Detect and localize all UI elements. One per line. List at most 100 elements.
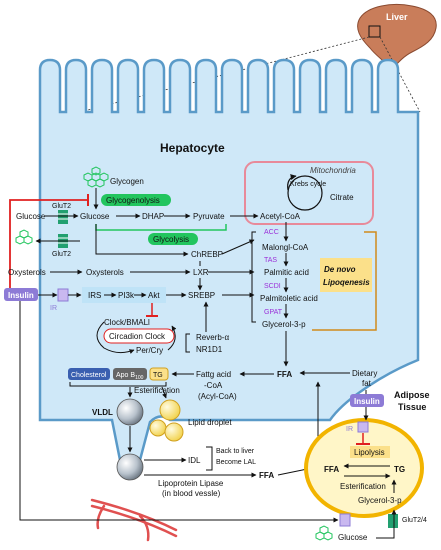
arrow-glucose-adipose (376, 530, 395, 539)
dietary-line2: fat (362, 379, 372, 388)
adipose-esterification-label: Esterification (340, 482, 386, 491)
lipogenesis-label: Lipoqenesis (323, 278, 370, 287)
ir-left-label: IR (50, 305, 57, 312)
tg-pill (149, 367, 169, 381)
glycerol3p-label: Glycerol-3-p (262, 320, 306, 329)
glucose-inside: Glucose (80, 212, 110, 221)
glut-channel-adipose (388, 514, 398, 528)
glut2-bottom-label: GluT2 (52, 251, 71, 258)
apob-pill (113, 368, 147, 380)
adipose-title1: Adipose (394, 390, 430, 400)
idl-back-label: Back to liver (216, 448, 255, 455)
tg-cell-label: TG (153, 372, 163, 379)
idl-label: IDL (188, 456, 201, 465)
oxysterols-outside: Oxysterols (8, 268, 46, 277)
lpl-line1: Lipoprotein Lipase (158, 479, 224, 488)
acetylcoa-label: Acetyl-CoA (260, 212, 301, 221)
glycogenolysis-pill (101, 194, 171, 206)
insulin-left-label: Insulin (8, 291, 34, 300)
chrebp-label: ChREBP (191, 250, 223, 259)
glucose-bottom-label: Glucose (338, 533, 368, 542)
hepatocyte-label: Hepatocyte (160, 141, 225, 155)
lxr-label: LXR (193, 268, 209, 277)
de-novo-label: De novo (324, 265, 356, 274)
ffa-cell-label: FFA (277, 370, 292, 379)
ir-receptor-adipose (357, 421, 369, 433)
adipose-tg-label: TG (394, 465, 405, 474)
lipid-droplet-icon (149, 399, 184, 442)
akt-label: Akt (148, 291, 160, 300)
insulin-line-adipose (19, 301, 339, 523)
dietary-line1: Dietary (352, 369, 377, 378)
insulin-adipose-label: Insulin (354, 397, 380, 406)
lipogenesis-bracket-right (312, 231, 377, 331)
adipose-glycerol-label: Glycerol-3-p (358, 496, 402, 505)
glucose-outside: Glucose (16, 212, 46, 221)
pi3k-label: PI3k (118, 291, 135, 300)
nr1d1-label: NR1D1 (196, 345, 223, 354)
idl-particle (116, 453, 144, 481)
circadian-clock-label: Circadion Clock (109, 332, 166, 341)
krebs-cycle (287, 175, 323, 211)
vldl-label: VLDL (92, 408, 113, 417)
krebs-cycle-arrow (287, 174, 297, 191)
insulin-inhibit-glycogenolysis (9, 199, 88, 294)
palmitic-label: Palmitic acid (264, 268, 309, 277)
vldl-particle (116, 398, 144, 426)
insulin-box-left (4, 288, 38, 301)
arrow-chrebp-lipo (221, 239, 255, 255)
circadian-clock-box (103, 328, 175, 344)
gpat-label: GPAT (264, 309, 283, 316)
bracket-reverb (185, 333, 190, 353)
adipose-glut-label: GluT2/4 (402, 517, 427, 524)
bracket-vldl-parts (69, 382, 167, 387)
ir-adipose-label: IR (346, 426, 353, 433)
irs-label: IRS (88, 291, 101, 300)
arrow-glucose-chrebp (95, 224, 189, 257)
glycogen-label: Glycogen (110, 177, 144, 186)
acc-label: ACC (264, 229, 279, 236)
adipose-ffa-label: FFA (324, 465, 339, 474)
de-novo-box (320, 258, 372, 292)
lipid-droplet-label: Lipid droplet (188, 418, 232, 427)
adipose-title2: Tissue (398, 402, 426, 412)
cholesterol-pill (68, 368, 110, 380)
ir-receptor-left (57, 288, 69, 302)
arrow-percry-clock (167, 325, 177, 351)
glucose-hexagon-icon (15, 229, 33, 245)
glycolysis-label: Glycolysis (153, 235, 189, 244)
idl-become-label: Become LAL (216, 459, 256, 466)
reverb-label: Reverb-α (196, 333, 229, 342)
pyruvate-label: Pyruvate (193, 212, 225, 221)
glycogen-icon (83, 166, 109, 188)
glycolysis-pill (148, 233, 198, 245)
clock-bmal-label: Clock/BMALl (104, 318, 150, 327)
lipolysis-label: Lipolysis (354, 448, 385, 457)
malonyl-label: Malongl-CoA (262, 243, 309, 252)
oxysterols-inside: Oxysterols (86, 268, 124, 277)
srebp-label: SREBP (188, 291, 215, 300)
fattyacid-line1: Fattg acid (196, 370, 231, 379)
glut2-top-label: GluT2 (52, 203, 71, 210)
krebs-label: Krebs cycle (290, 181, 326, 188)
lipogenesis-bracket (251, 231, 256, 323)
liver-icon: Liver (357, 4, 437, 71)
mitochondria-label: Mitochondria (310, 166, 356, 175)
dhap-label: DHAP (142, 212, 164, 221)
mitochondria (244, 161, 374, 225)
ffa-blood-label: FFA (259, 471, 274, 480)
liver-label: Liver (386, 12, 408, 22)
tas-label: TAS (264, 257, 277, 264)
circadian-loop (96, 321, 135, 354)
signal-box (82, 287, 166, 303)
esterification-cell-label: Esterification (134, 386, 180, 395)
apob-label: Apo B100 (116, 372, 144, 381)
cholesterol-label: Cholesterol (71, 372, 107, 379)
palmitoleic-label: Palmitoletic acid (260, 294, 318, 303)
insulin-box-adipose (350, 394, 384, 407)
lpl-line2: (in blood vessle) (162, 489, 221, 498)
glut2-channel-top (58, 210, 68, 224)
fattyacid-line2: -CoA (204, 381, 223, 390)
percry-label: Per/Cry (136, 346, 163, 355)
